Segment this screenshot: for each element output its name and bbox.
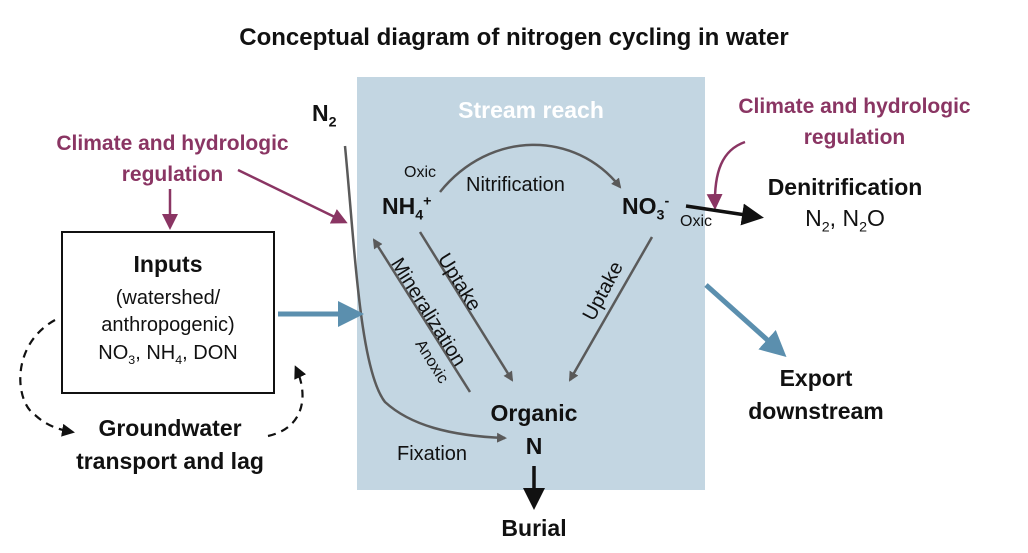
mineralization-arrow (372, 238, 472, 393)
export-label: Export downstream (726, 362, 906, 428)
climate-regulation-right: Climate and hydrologic regulation (722, 91, 987, 153)
climate-regulation-left: Climate and hydrologic regulation (40, 128, 305, 190)
n2-label: N2 (312, 100, 337, 131)
fixation-arrow (343, 145, 507, 443)
oxic-label-right: Oxic (680, 213, 712, 230)
groundwater-label: Groundwater transport and lag (48, 412, 292, 478)
nitrification-label: Nitrification (466, 174, 565, 196)
organic-n-line1: Organic (490, 400, 578, 426)
groundwater-line1: Groundwater (98, 415, 242, 441)
climate-to-denitrification-arrow (706, 140, 746, 210)
denitrification-title: Denitrification (767, 174, 923, 200)
export-line1: Export (779, 365, 853, 391)
diagram-title: Conceptual diagram of nitrogen cycling i… (239, 24, 789, 51)
nh4-node: NH4+ (382, 193, 432, 224)
export-line2: downstream (748, 398, 884, 424)
burial-label: Burial (501, 515, 567, 541)
export-arrow (704, 283, 787, 358)
denitrification-products: N2, N2O (805, 205, 885, 236)
inputs-box (61, 231, 275, 394)
inputs-to-groundwater-dashed-arrow (19, 319, 75, 437)
nitrification-arrow (439, 143, 622, 193)
climate-right-line1: Climate and hydrologic (738, 95, 971, 118)
inputs-species: NO3, NH4, DON (98, 342, 238, 367)
oxic-label-top: Oxic (404, 164, 436, 181)
organic-n-line2: N (525, 433, 543, 459)
inputs-title: Inputs (133, 251, 203, 277)
organic-n-node: Organic N (473, 397, 595, 463)
climate-left-line2: regulation (121, 163, 224, 186)
groundwater-to-inputs-dashed-arrow (267, 365, 307, 438)
uptake-no3-arrow (568, 236, 654, 382)
fixation-label: Fixation (397, 443, 468, 465)
inputs-line1: (watershed/ (115, 287, 221, 309)
denitrification-arrow (685, 203, 764, 226)
stream-reach-label: Stream reach (458, 97, 604, 123)
climate-right-line2: regulation (803, 126, 906, 149)
climate-to-reach-arrow (237, 168, 348, 224)
inputs-line2: anthropogenic) (101, 314, 235, 336)
groundwater-line2: transport and lag (76, 448, 264, 474)
climate-left-line1: Climate and hydrologic (56, 132, 289, 155)
uptake-nh4-arrow (418, 231, 514, 382)
no3-node: NO3- (622, 193, 670, 224)
